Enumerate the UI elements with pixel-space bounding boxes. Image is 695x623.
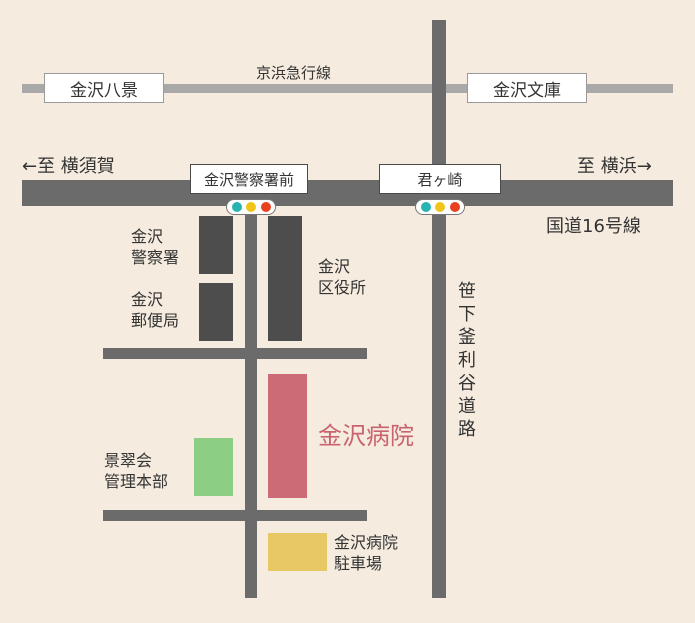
local-road-horizontal-lower xyxy=(103,510,367,521)
direction-yokohama: 至 横浜→ xyxy=(577,156,652,177)
ward-office-building xyxy=(268,216,302,341)
post-office-building xyxy=(199,283,233,341)
direction-yokosuka: ←至 横須賀 xyxy=(22,156,115,177)
hospital-label: 金沢病院 xyxy=(318,422,414,450)
ward-office-label: 金沢 区役所 xyxy=(318,257,367,297)
police-station-building xyxy=(199,216,233,274)
parking-lot xyxy=(268,533,327,571)
hospital-building[interactable] xyxy=(268,374,307,498)
station-kanazawa-hakkei: 金沢八景 xyxy=(44,73,164,103)
police-station-label: 金沢 警察署 xyxy=(131,227,180,267)
parking-lot-label: 金沢病院 駐車場 xyxy=(334,533,399,573)
route-16-road xyxy=(22,180,673,206)
intersection-kimigasaki: 君ヶ崎 xyxy=(379,164,501,194)
post-office-label: 金沢 郵便局 xyxy=(131,290,180,330)
intersection-kanazawa-police: 金沢警察署前 xyxy=(190,164,308,194)
route-16-label: 国道16号線 xyxy=(546,216,641,237)
traffic-signal-icon xyxy=(226,199,276,215)
traffic-signal-icon xyxy=(415,199,465,215)
keikyu-rail-line xyxy=(22,84,673,93)
sasage-kamariya-road-label: 笹 下 釜 利 谷 道 路 xyxy=(458,281,476,440)
local-road-horizontal-upper xyxy=(103,348,367,359)
management-hq-building xyxy=(194,438,233,496)
rail-line-label: 京浜急行線 xyxy=(256,64,332,82)
local-road-vertical xyxy=(245,205,257,598)
station-kanazawa-bunko: 金沢文庫 xyxy=(467,73,587,103)
sasage-kamariya-road xyxy=(432,20,446,598)
management-hq-label: 景翠会 管理本部 xyxy=(104,451,169,491)
